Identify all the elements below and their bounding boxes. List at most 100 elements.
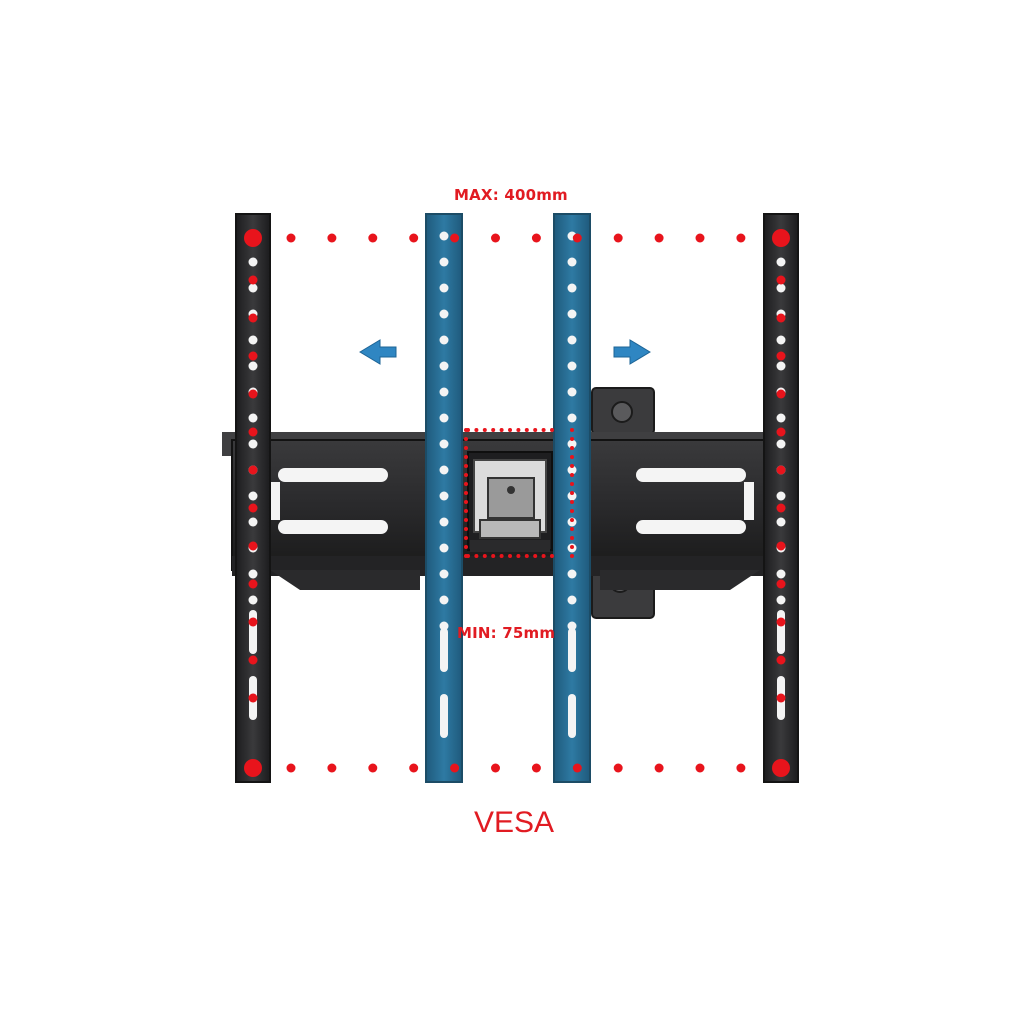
vesa-dot xyxy=(491,554,496,558)
vesa-dot xyxy=(248,579,258,589)
vesa-dot xyxy=(248,351,258,361)
vesa-dot xyxy=(570,482,574,486)
mounting-hole xyxy=(248,413,258,423)
mounting-hole xyxy=(439,309,449,319)
vesa-dot xyxy=(541,428,546,432)
vesa-dot xyxy=(695,233,705,243)
arrow-right-icon xyxy=(613,339,651,365)
mounting-hole xyxy=(439,543,449,553)
mounting-hole xyxy=(776,439,786,449)
mounting-hole xyxy=(248,335,258,345)
vesa-dot xyxy=(550,554,554,558)
vesa-corner-dot xyxy=(244,759,262,777)
mounting-hole xyxy=(439,361,449,371)
vesa-dot xyxy=(572,233,582,243)
mounting-hole xyxy=(776,257,786,267)
vesa-dot xyxy=(491,233,500,243)
vesa-dot xyxy=(516,554,521,558)
vesa-dot xyxy=(570,428,574,432)
vesa-dot xyxy=(464,500,468,504)
vesa-dot xyxy=(776,617,786,627)
vesa-dot xyxy=(464,437,468,441)
vesa-dot xyxy=(776,579,786,589)
vesa-dot xyxy=(248,617,258,627)
vesa-dot xyxy=(464,455,468,459)
vesa-dot xyxy=(248,427,258,437)
vesa-dot xyxy=(570,536,574,540)
mounting-hole xyxy=(567,491,577,501)
mounting-hole xyxy=(248,439,258,449)
mounting-hole xyxy=(776,283,786,293)
vesa-dot xyxy=(516,428,521,432)
vesa-dot xyxy=(450,763,460,773)
vesa-dot xyxy=(613,763,623,773)
vesa-dot xyxy=(464,545,468,549)
vesa-dot xyxy=(464,482,468,486)
vesa-dot xyxy=(736,763,746,773)
vesa-dot xyxy=(570,518,574,522)
vesa-dot xyxy=(464,464,468,468)
vesa-dot xyxy=(464,428,468,432)
mounting-hole xyxy=(248,361,258,371)
mounting-hole xyxy=(248,595,258,605)
vesa-dot xyxy=(541,554,546,558)
mounting-hole xyxy=(567,283,577,293)
mounting-slot xyxy=(440,694,448,738)
vesa-dot xyxy=(524,554,529,558)
vesa-corner-dot xyxy=(244,229,262,247)
min-vesa-label: MIN: 75mm xyxy=(457,624,556,642)
vesa-dot xyxy=(464,509,468,513)
vesa-dot xyxy=(776,655,786,665)
vesa-dot xyxy=(570,437,574,441)
vesa-dot xyxy=(248,465,258,475)
vesa-dot xyxy=(482,554,487,558)
vesa-dot xyxy=(570,491,574,495)
vesa-dot xyxy=(464,446,468,450)
vesa-dot xyxy=(409,233,419,243)
vesa-dot xyxy=(531,233,541,243)
vesa-dot xyxy=(327,233,337,243)
vesa-dot xyxy=(776,351,786,361)
mounting-hole xyxy=(439,257,449,267)
vesa-dot xyxy=(508,554,512,558)
vesa-dot xyxy=(776,503,786,513)
vesa-dot xyxy=(464,491,468,495)
vesa-dot xyxy=(248,503,258,513)
vesa-dot xyxy=(482,428,487,432)
vesa-dot xyxy=(570,509,574,513)
mounting-hole xyxy=(567,309,577,319)
mounting-hole xyxy=(776,491,786,501)
vesa-dot xyxy=(533,428,538,432)
vesa-dot xyxy=(776,465,786,475)
vesa-corner-dot xyxy=(772,759,790,777)
vesa-dot xyxy=(570,464,574,468)
vesa-dot xyxy=(327,763,337,773)
mounting-slot xyxy=(777,610,785,654)
vesa-dot xyxy=(499,428,504,432)
mounting-hole xyxy=(439,465,449,475)
mounting-hole xyxy=(248,257,258,267)
mounting-hole xyxy=(567,465,577,475)
vesa-dot xyxy=(368,763,378,773)
mounting-slot xyxy=(568,628,576,672)
arrow-left-icon xyxy=(359,339,397,365)
vesa-dot xyxy=(368,233,378,243)
mounting-hole xyxy=(248,491,258,501)
mounting-hole xyxy=(567,569,577,579)
mounting-slot xyxy=(568,694,576,738)
mounting-hole xyxy=(439,335,449,345)
vesa-dot xyxy=(464,554,468,558)
max-vesa-label: MAX: 400mm xyxy=(454,186,568,204)
vesa-dot xyxy=(654,233,664,243)
mounting-hole xyxy=(439,595,449,605)
vesa-dot xyxy=(248,693,258,703)
vesa-dot xyxy=(570,554,574,558)
vesa-dot xyxy=(491,428,496,432)
vesa-dot xyxy=(550,428,554,432)
vesa-dot xyxy=(736,233,746,243)
vesa-title: VESA xyxy=(474,806,555,839)
vesa-dot xyxy=(524,428,529,432)
tilt-mechanism xyxy=(467,451,553,552)
